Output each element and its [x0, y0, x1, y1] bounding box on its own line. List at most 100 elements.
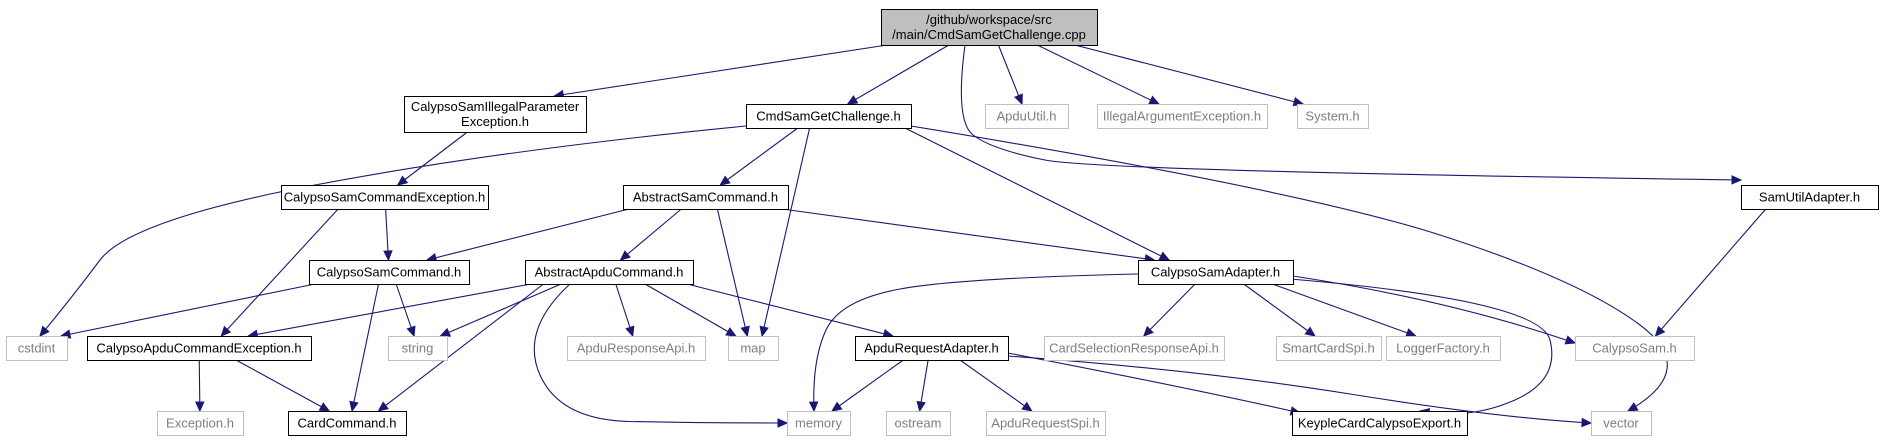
node-label: cstdint [18, 340, 56, 355]
arrowhead-icon [1304, 326, 1316, 337]
edge-line [440, 283, 562, 337]
edge-line [761, 127, 811, 337]
edge-abssamcmd-to-absapdu [619, 208, 682, 261]
edge-abssamcmd-to-samadapter [781, 208, 1156, 264]
node-label: System.h [1305, 108, 1359, 123]
edge-cmdh-to-abssamcmd [719, 127, 799, 186]
edge-root-to-apduutil [997, 44, 1023, 106]
edge-line [686, 283, 893, 337]
node-cstdint: cstdint [6, 336, 68, 361]
edge-absapdu-to-map [644, 283, 737, 337]
edge-line [831, 359, 904, 412]
arrowhead-icon [740, 325, 750, 338]
node-vector: vector [1591, 411, 1652, 436]
edge-cmdh-to-map [759, 127, 811, 338]
node-absapdu[interactable]: AbstractApduCommand.h [525, 260, 694, 285]
node-label: memory [795, 415, 842, 430]
arrowhead-icon [1731, 175, 1743, 185]
node-label: LoggerFactory.h [1396, 340, 1490, 355]
node-label: /main/CmdSamGetChallenge.cpp [892, 27, 1086, 42]
node-box [309, 260, 470, 285]
node-label: CardSelectionResponseApi.h [1049, 340, 1219, 355]
arrowhead-icon [1626, 402, 1639, 412]
edge-samcmdexc-to-samcommand [383, 208, 393, 262]
node-keyple[interactable]: KeypleCardCalypsoExport.h [1292, 411, 1468, 436]
edge-root-to-cmdh [846, 44, 950, 105]
edge-samadapter-to-smartcardspi [1243, 283, 1316, 337]
edge-apducmdexc-to-cardcommand [235, 359, 331, 412]
node-box [985, 104, 1069, 129]
node-samcmdexc[interactable]: CalypsoSamCommandException.h [281, 185, 489, 210]
node-box [87, 336, 312, 361]
edge-samcommand-to-cardcommand [349, 283, 380, 413]
node-samutiladapter[interactable]: SamUtilAdapter.h [1741, 185, 1879, 210]
node-label: map [740, 340, 765, 355]
edge-samutiladapter-to-calypsosam [1654, 208, 1767, 337]
node-label: CalypsoSamCommandException.h [284, 189, 486, 204]
edge-line [1037, 44, 1160, 105]
arrowhead-icon [1142, 325, 1154, 337]
node-apdureqadapter[interactable]: ApduRequestAdapter.h [855, 336, 1009, 361]
node-box [1591, 411, 1652, 436]
edge-root-to-illegalparam [553, 44, 888, 100]
node-box [1297, 104, 1369, 129]
node-label: ApduUtil.h [997, 108, 1057, 123]
node-apducmdexc[interactable]: CalypsoApduCommandException.h [87, 336, 312, 361]
node-box [525, 260, 694, 285]
node-box [388, 336, 448, 361]
edge-absapdu-to-apdureqadapter [686, 283, 894, 339]
edge-line [60, 283, 316, 337]
node-samcommand[interactable]: CalypsoSamCommand.h [309, 260, 470, 285]
edge-absapdu-to-apduresp [615, 283, 635, 338]
edge-apducmdexc-to-exception [194, 359, 205, 413]
edge-line [235, 359, 330, 412]
edge-samcmdexc-to-apducmdexc [220, 208, 339, 337]
node-box [1575, 336, 1695, 361]
node-label: AbstractSamCommand.h [633, 189, 778, 204]
edge-apdureqadapter-to-ostream [916, 359, 929, 413]
node-abssamcmd[interactable]: AbstractSamCommand.h [623, 185, 789, 210]
node-box [1044, 336, 1225, 361]
node-system: System.h [1297, 104, 1369, 129]
node-label: Exception.h [461, 114, 529, 129]
arrowhead-icon [1158, 251, 1171, 261]
node-box [281, 185, 489, 210]
arrowhead-icon [831, 401, 843, 412]
edge-samadapter-to-memory [808, 273, 1139, 413]
edge-root-to-illegalarg [1037, 44, 1160, 105]
arrowhead-icon [383, 250, 393, 262]
node-box [288, 411, 407, 436]
node-box [787, 411, 851, 436]
edge-illegalparam-to-samcmdexc [396, 131, 468, 186]
node-label: ApduRequestSpi.h [991, 415, 1099, 430]
node-calypsosam: CalypsoSam.h [1575, 336, 1695, 361]
node-label: ApduRequestAdapter.h [864, 340, 998, 355]
node-cmdh[interactable]: CmdSamGetChallenge.h [746, 104, 912, 129]
node-label: Exception.h [166, 415, 234, 430]
edge-line [378, 283, 544, 412]
node-label: IllegalArgumentException.h [1103, 108, 1261, 123]
node-box [986, 411, 1106, 436]
arrowhead-icon [619, 250, 631, 261]
edge-line [397, 131, 468, 186]
node-root[interactable]: /github/workspace/src/main/CmdSamGetChal… [881, 9, 1098, 46]
node-cardcommand[interactable]: CardCommand.h [288, 411, 407, 436]
edge-samadapter-to-calypsosam [1292, 275, 1577, 345]
arrowhead-icon [220, 325, 232, 337]
node-box [1097, 104, 1268, 129]
edge-line [1243, 283, 1316, 337]
node-box [728, 336, 779, 361]
arrowhead-icon [1148, 95, 1160, 105]
edge-line [813, 273, 1139, 412]
edge-samcommand-to-cstdint [59, 283, 316, 339]
edge-line [248, 283, 532, 337]
node-label: SmartCardSpi.h [1282, 340, 1374, 355]
edge-line [1289, 278, 1553, 415]
arrowhead-icon [759, 325, 769, 338]
edge-samadapter-to-cardselresp [1142, 283, 1196, 337]
arrowhead-icon [1014, 93, 1023, 106]
node-samadapter[interactable]: CalypsoSamAdapter.h [1138, 260, 1294, 285]
node-label: CardCommand.h [298, 415, 397, 430]
